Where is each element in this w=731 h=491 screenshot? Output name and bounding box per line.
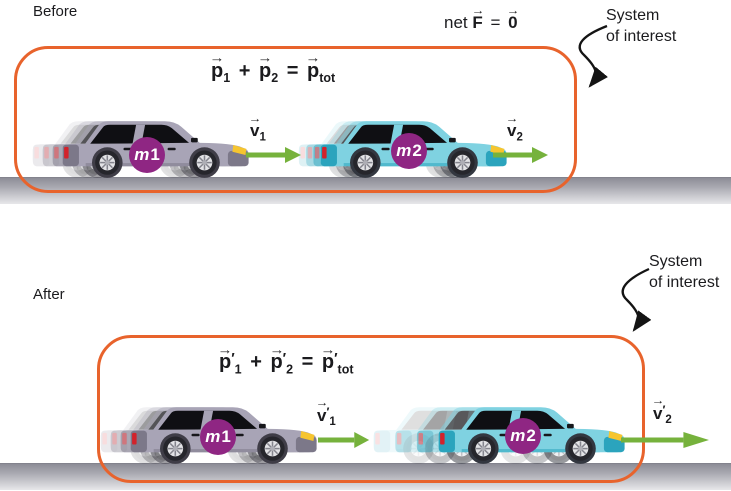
callout-line: System bbox=[606, 7, 660, 24]
vector-arrow-icon: → bbox=[505, 112, 519, 125]
before-label: Before bbox=[33, 3, 78, 20]
vector-arrow-icon: → bbox=[305, 50, 321, 66]
equals-sign: = bbox=[301, 351, 314, 374]
vector-arrow-icon: → bbox=[248, 112, 262, 125]
vector-arrow-icon: → bbox=[315, 397, 329, 410]
after-label: After bbox=[33, 286, 65, 303]
vector-arrow-icon: → bbox=[257, 50, 273, 66]
vector-arrow-icon: → bbox=[268, 341, 285, 357]
vector-arrow-icon: → bbox=[471, 4, 485, 17]
momentum-equation-after: →p′1 + →p′2 = →p′tot bbox=[217, 341, 354, 377]
system-callout-arrow-before bbox=[578, 24, 608, 88]
velocity-label-v1-prime: →v′1 bbox=[315, 397, 336, 429]
callout-line: of interest bbox=[606, 28, 677, 46]
velocity-label-v1: →v1 bbox=[248, 112, 266, 144]
vector-arrow-icon: → bbox=[320, 341, 336, 357]
system-callout-after: System of interest bbox=[649, 251, 719, 293]
equals-sign: = bbox=[286, 60, 299, 82]
equals-sign: = bbox=[490, 13, 501, 32]
vector-arrow-icon: → bbox=[217, 341, 233, 357]
plus-sign: + bbox=[250, 351, 262, 374]
net-force-word: net bbox=[444, 13, 468, 32]
zero-vector: →0 bbox=[506, 4, 520, 32]
velocity-arrow-v1-prime bbox=[318, 432, 370, 448]
vector-arrow-icon: → bbox=[651, 395, 665, 408]
system-callout-arrow-after bbox=[621, 267, 652, 332]
system-boundary-after bbox=[97, 335, 645, 483]
force-vector: →F bbox=[471, 4, 485, 32]
velocity-arrow-v1 bbox=[246, 147, 301, 163]
system-callout-before: System of interest bbox=[606, 5, 676, 47]
velocity-arrow-v2 bbox=[493, 147, 548, 163]
plus-sign: + bbox=[238, 60, 251, 82]
net-force-equation: net →F = →0 bbox=[444, 4, 520, 33]
callout-line: of interest bbox=[649, 274, 720, 292]
momentum-equation-before: →p1 + →p2 = →ptot bbox=[209, 50, 336, 85]
vector-arrow-icon: → bbox=[506, 4, 520, 17]
callout-line: System bbox=[649, 253, 703, 270]
vector-arrow-icon: → bbox=[209, 50, 225, 66]
velocity-label-v2: →v2 bbox=[505, 112, 523, 144]
velocity-label-v2-prime: →v′2 bbox=[651, 395, 672, 427]
velocity-arrow-v2-prime bbox=[621, 432, 709, 448]
system-boundary-before bbox=[14, 46, 577, 193]
